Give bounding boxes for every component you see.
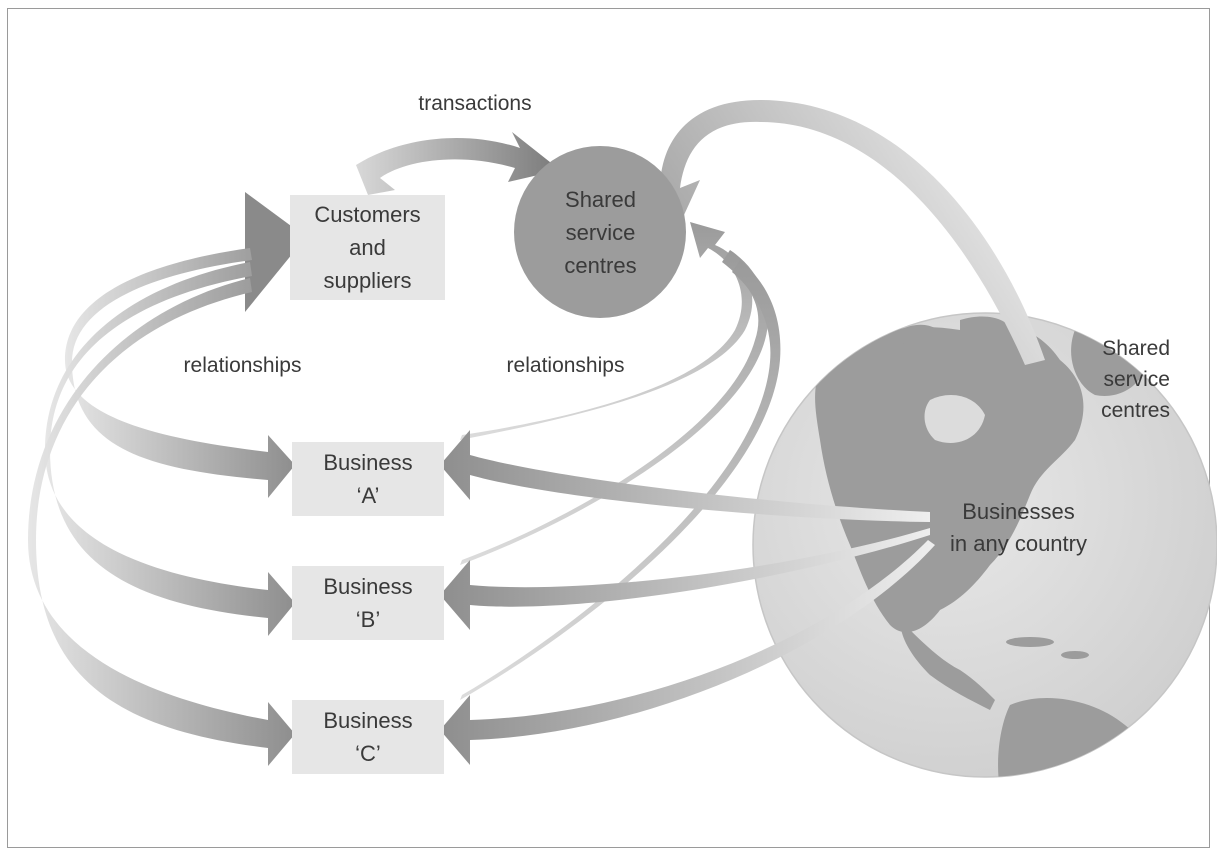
business-a-box: Business ‘A’ [292, 442, 444, 516]
relationships-label-left: relationships [183, 354, 302, 377]
customers-arrowhead [245, 192, 306, 312]
customers-suppliers-box: Customers and suppliers [290, 195, 445, 300]
globe-shared-service-label: Shared service centres [1050, 333, 1170, 426]
globe-shared-line-3: centres [1101, 399, 1170, 422]
globe-to-business-arrows [440, 430, 935, 765]
globe-shared-line-1: Shared [1102, 337, 1170, 360]
business-b-line-2: ‘B’ [355, 607, 381, 632]
customers-line-2: and [349, 235, 386, 260]
business-b-box: Business ‘B’ [292, 566, 444, 640]
business-c-box: Business ‘C’ [292, 700, 444, 774]
business-c-line-2: ‘C’ [355, 741, 381, 766]
transactions-arrow [356, 132, 560, 195]
shared-centre-line-2: service [565, 220, 636, 245]
shared-centre-line-1: Shared [565, 187, 636, 212]
transactions-label: transactions [418, 92, 532, 115]
globe-icon [752, 312, 1217, 778]
shared-service-centre-label: Shared service centres [528, 183, 673, 282]
left-relationship-arrows [28, 248, 295, 766]
business-b-line-1: Business [323, 574, 413, 599]
customers-line-3: suppliers [323, 268, 412, 293]
businesses-line-1: Businesses [962, 499, 1075, 524]
business-a-line-2: ‘A’ [356, 483, 380, 508]
business-c-line-1: Business [323, 708, 413, 733]
shared-service-circle [514, 146, 686, 318]
relationships-label-right: relationships [506, 354, 625, 377]
shared-centre-line-3: centres [564, 253, 637, 278]
business-a-line-1: Business [323, 450, 413, 475]
arrow-globe-to-shared-centre [628, 100, 1045, 365]
businesses-any-country-label: Businesses in any country [926, 496, 1111, 560]
globe-shared-line-2: service [1103, 368, 1170, 391]
customers-line-1: Customers [314, 202, 421, 227]
businesses-line-2: in any country [950, 531, 1087, 556]
